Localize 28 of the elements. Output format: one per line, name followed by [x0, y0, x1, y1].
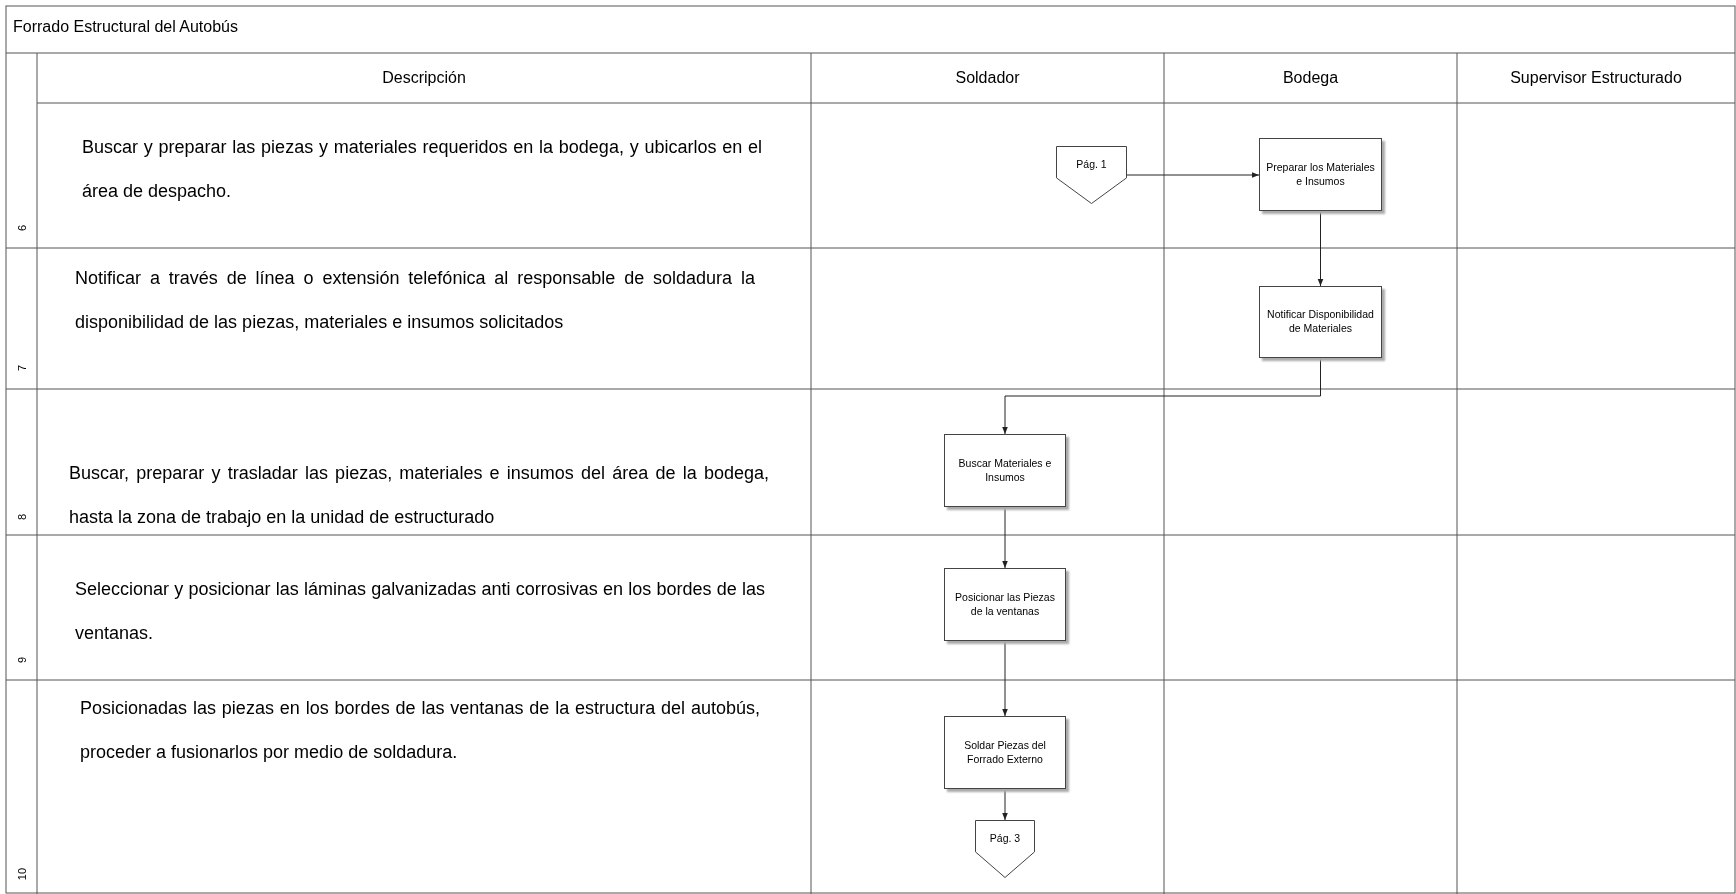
step-description: Buscar, preparar y trasladar las piezas, materiales e insumos del área de la bodega, hasta la zona de trabajo en la unidad de estructurado: [69, 462, 769, 529]
process-box: Notificar Disponibilidad de Materiales: [1259, 286, 1382, 358]
row-number: 8: [14, 512, 29, 523]
arrow: [1317, 210, 1324, 287]
arrow: [1002, 506, 1008, 569]
arrow: [1002, 357, 1321, 435]
process-box: Buscar Materiales e Insumos: [944, 434, 1066, 507]
row-number: 10: [14, 866, 29, 883]
diagram-title: Forrado Estructural del Autobús: [13, 18, 238, 36]
step-description: Notificar a través de línea o extensión telefónica al responsable de soldadura la disponibilidad de las piezas, materiales e insumos solicitados: [75, 267, 755, 334]
column-header: Soldador: [954, 68, 1021, 88]
step-description: Buscar y preparar las piezas y materiales requeridos en la bodega, y ubicarlos en el área de despacho.: [82, 136, 762, 203]
step-description: Posicionadas las piezas en los bordes de las ventanas de la estructura del autobús, proceder a fusionarlos por medio de soldadura.: [80, 697, 760, 764]
off-page-connector: Pág. 3: [975, 820, 1035, 878]
arrow: [1126, 172, 1260, 178]
arrow: [1002, 640, 1008, 717]
row-number: 6: [14, 223, 29, 234]
column-header: Descripción: [381, 68, 467, 88]
column-header: Bodega: [1281, 68, 1340, 88]
off-page-connector: Pág. 1: [1056, 146, 1127, 204]
column-header: Supervisor Estructurado: [1509, 68, 1683, 88]
process-box: Soldar Piezas del Forrado Externo: [944, 716, 1066, 789]
row-number: 9: [14, 655, 29, 666]
step-description: Seleccionar y posicionar las láminas galvanizadas anti corrosivas en los bordes de las ventanas.: [75, 578, 765, 645]
process-box: Preparar los Materiales e Insumos: [1259, 138, 1382, 211]
arrow: [1002, 788, 1008, 821]
process-box: Posicionar las Piezas de la ventanas: [944, 568, 1066, 641]
row-number: 7: [14, 363, 29, 374]
